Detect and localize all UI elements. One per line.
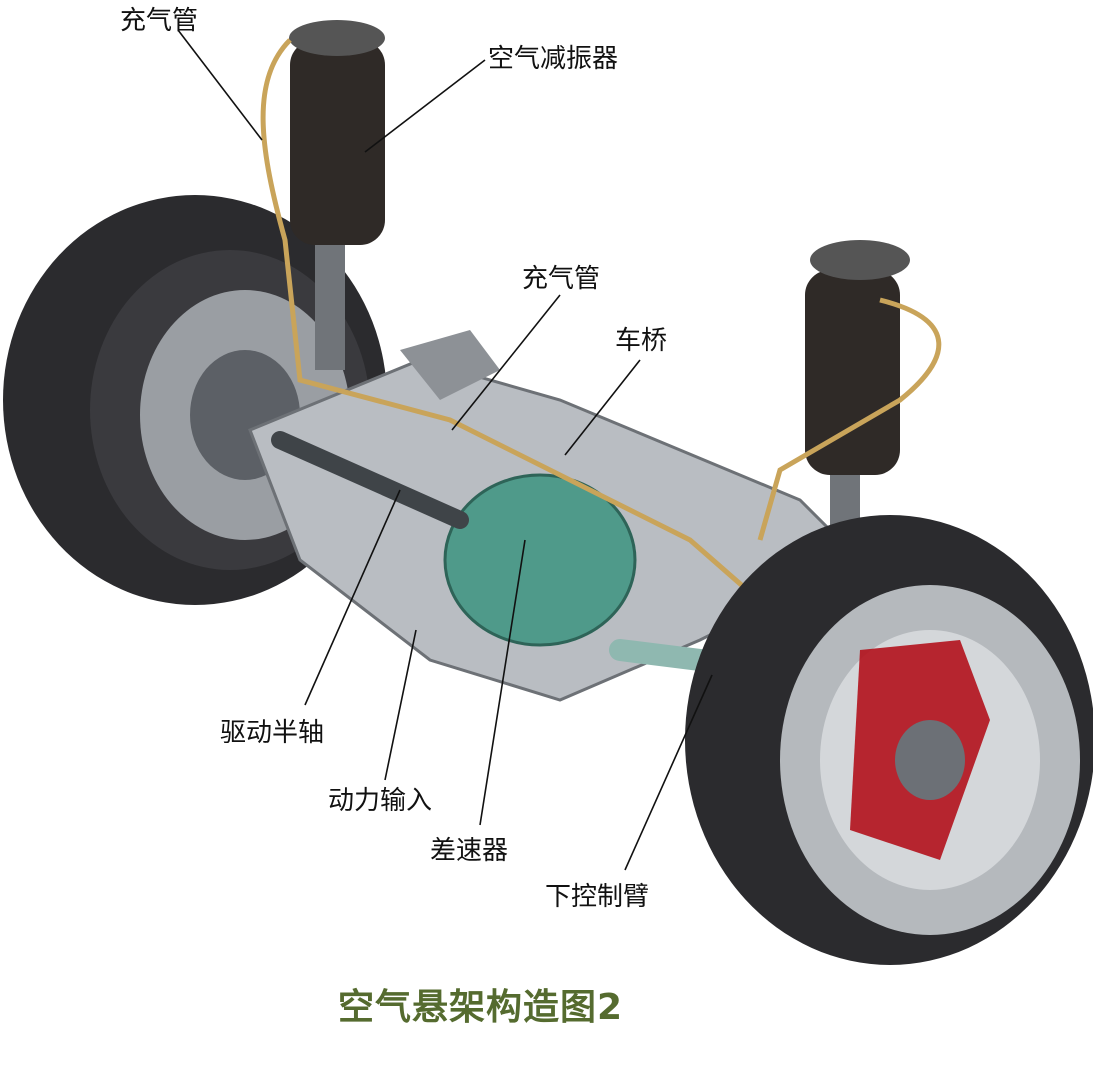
label-air-tube-mid: 充气管 (522, 264, 601, 294)
right-wheel (685, 515, 1093, 965)
air-tube (260, 38, 772, 612)
left-air-shock (289, 20, 385, 370)
leader-lines (177, 29, 713, 871)
differential-housing (443, 473, 637, 647)
label-drive-shaft: 驱动半轴 (220, 718, 325, 748)
figure-title: 空气悬架构造图2 (338, 987, 624, 1028)
label-differential: 差速器 (430, 836, 509, 866)
air-tube-right (757, 297, 942, 541)
label-axle: 车桥 (615, 326, 668, 356)
label-lower-control-arm: 下控制臂 (545, 882, 650, 912)
label-air-tube-top: 充气管 (120, 6, 199, 36)
drive-shaft (271, 431, 469, 529)
label-power-input: 动力输入 (328, 786, 433, 816)
label-air-shock: 空气减振器 (488, 44, 619, 74)
